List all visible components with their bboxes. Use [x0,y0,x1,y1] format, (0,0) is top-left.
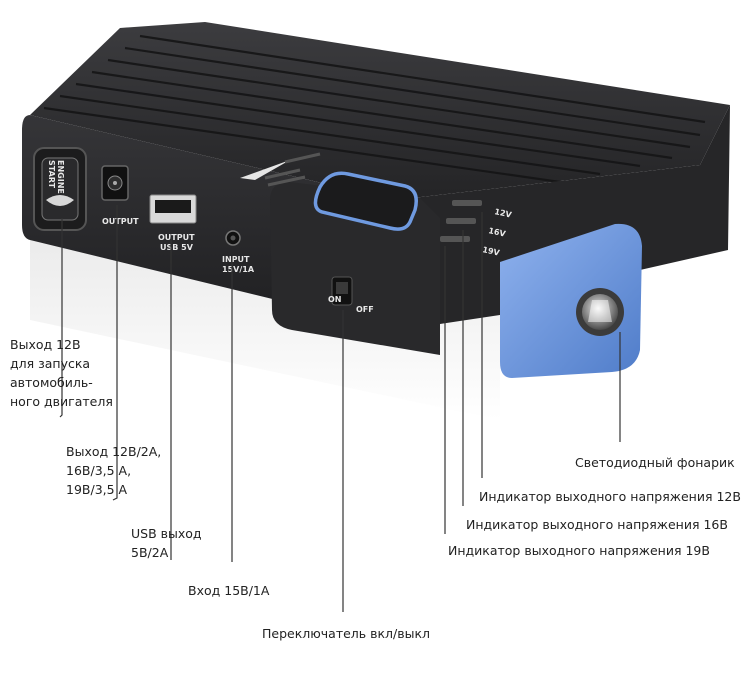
callout-line: 5В/2А [131,545,169,560]
output-label: OUTPUT [102,217,139,226]
engine-start-port: ENGINE START [33,147,87,231]
usb-output-port: OUTPUT USB 5V [149,194,197,252]
indicator-slots-top [264,152,321,187]
callout-switch: Переключатель вкл/выкл [262,624,430,643]
callout-flashlight: Светодиодный фонарик [575,453,735,472]
device-top [30,22,730,200]
leader-lines [59,205,621,612]
input-label: INPUT [222,255,250,264]
callout-line: Выход 12В/2А, [66,444,162,459]
callout-indicator-16v: Индикатор выходного напряжения 16В [466,515,728,534]
callout-usb-output: USB выход 5В/2А [131,524,202,562]
callout-line: USB выход [131,526,202,541]
flashlight-housing [500,223,642,378]
callout-line: Вход 15В/1А [188,583,270,598]
callout-line: 16В/3,5 А, [66,463,132,478]
device-side [395,105,730,330]
indicator-16v-label: 16V [488,226,508,239]
switch-off-label: OFF [356,305,374,314]
callout-line: Индикатор выходного напряжения 12В [479,489,741,504]
callout-indicator-19v: Индикатор выходного напряжения 19В [448,541,710,560]
callout-line: Выход 12В [10,337,81,352]
callout-input: Вход 15В/1А [188,581,269,600]
input-rating-label: 15V/1A [222,265,255,274]
callout-line: 19В/3,5 А [66,482,128,497]
start-label: START [47,160,56,189]
arrow-mark [240,160,290,180]
callout-line: Индикатор выходного напряжения 16В [466,517,728,532]
callout-line: Индикатор выходного напряжения 19В [448,543,710,558]
usb-output-label: OUTPUT [158,233,195,242]
power-button [313,171,418,231]
dc-output-port: OUTPUT [101,165,139,226]
top-ribs [43,34,706,184]
callout-line: Светодиодный фонарик [575,455,735,470]
indicator-12v-label: 12V [494,207,514,220]
callout-line: автомобиль- [10,375,93,390]
input-port: INPUT 15V/1A [222,230,255,274]
callout-engine-output: Выход 12В для запуска автомобиль- ного д… [10,335,113,411]
engine-label: ENGINE [56,160,65,194]
power-switch: ON OFF [328,276,374,314]
callout-indicator-12v: Индикатор выходного напряжения 12В [479,487,741,506]
usb-5v-label: USB 5V [160,243,194,252]
callout-dc-output: Выход 12В/2А, 16В/3,5 А, 19В/3,5 А [66,442,161,499]
callout-line: ного двигателя [10,394,113,409]
callout-line: Переключатель вкл/выкл [262,626,431,641]
callout-line: для запуска [10,356,91,371]
switch-on-label: ON [328,295,342,304]
indicator-19v-label: 19V [482,245,502,258]
